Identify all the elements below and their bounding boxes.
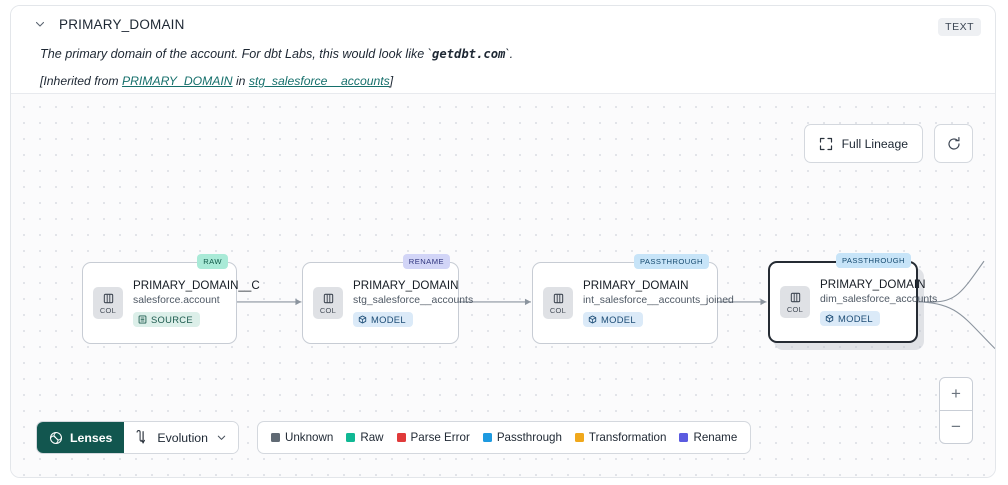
description-prefix: The primary domain of the account. For d… [40, 47, 432, 61]
column-chip-label: COL [99, 305, 117, 315]
column-icon [553, 293, 563, 303]
page-title: PRIMARY_DOMAIN [59, 16, 185, 32]
node-tag: PASSTHROUGH [633, 254, 709, 269]
node-tag: PASSTHROUGH [835, 253, 911, 268]
node-subtitle: int_salesforce__accounts_joined [583, 295, 734, 306]
evolution-label: Evolution [157, 430, 208, 445]
lenses-button[interactable]: Lenses [37, 422, 125, 453]
type-badge: TEXT [938, 18, 981, 36]
zoom-in-button[interactable]: + [951, 384, 961, 403]
node-subtitle: stg_salesforce__accounts [353, 295, 474, 306]
bottom-toolbar: Lenses Evolution [36, 421, 752, 454]
legend-item-raw: Raw [346, 431, 384, 444]
column-chip: COL [93, 287, 123, 319]
evolution-icon [136, 430, 146, 444]
lineage-legend: Unknown Raw Parse Error Passthrough [256, 421, 752, 454]
inherited-mid: in [232, 74, 249, 88]
legend-item-parse-error: Parse Error [396, 431, 470, 444]
inherited-model-link[interactable]: stg_salesforce__accounts [248, 74, 390, 88]
node-kind-label: SOURCE [151, 314, 193, 325]
header-title-row: PRIMARY_DOMAIN [31, 15, 185, 33]
lenses-group: Lenses Evolution [36, 421, 239, 454]
legend-swatch [270, 433, 280, 442]
node-tag: RAW [197, 254, 228, 269]
legend-swatch [396, 433, 406, 442]
full-lineage-label: Full Lineage [841, 136, 908, 151]
column-icon [103, 293, 113, 303]
node-subtitle: salesforce.account [133, 295, 220, 306]
legend-label: Raw [360, 431, 384, 444]
node-title: PRIMARY_DOMAIN__C [133, 279, 260, 292]
lineage-node[interactable]: RAW COL PRIMARY_DOMAIN__C salesforce.acc… [82, 254, 260, 344]
column-chip: COL [313, 287, 343, 319]
evolution-dropdown[interactable]: Evolution [124, 422, 238, 453]
node-kind-chip: SOURCE [133, 312, 200, 327]
column-chip-label: COL [786, 304, 804, 314]
description-code: getdbt.com [432, 47, 506, 61]
description-suffix: `. [505, 47, 514, 61]
lens-icon [49, 431, 63, 444]
node-title: PRIMARY_DOMAIN [353, 279, 459, 292]
lineage-node[interactable]: RENAME COL PRIMARY_DOMAIN stg_salesforce… [302, 254, 473, 344]
node-body: PRIMARY_DOMAIN__C salesforce.account SOU… [133, 279, 260, 327]
full-lineage-button[interactable]: Full Lineage [803, 124, 923, 163]
expand-icon [819, 137, 832, 150]
column-chip: COL [543, 287, 573, 319]
node-kind-chip: MODEL [583, 312, 643, 327]
node-kind-chip: MODEL [820, 311, 880, 326]
lineage-node[interactable]: PASSTHROUGH COL PRIMARY_DOMAIN int_sales… [532, 254, 734, 344]
legend-label: Parse Error [410, 431, 470, 444]
source-icon [138, 315, 147, 324]
column-detail-card: PRIMARY_DOMAIN TEXT The primary domain o… [10, 5, 996, 478]
inherited-column-link[interactable]: PRIMARY_DOMAIN [121, 74, 233, 88]
legend-label: Unknown [284, 431, 334, 444]
canvas-controls: Full Lineage [803, 124, 973, 163]
model-icon [825, 314, 834, 323]
legend-item-unknown: Unknown [270, 431, 334, 444]
chevron-down-icon [217, 435, 226, 440]
column-icon [790, 292, 800, 302]
node-tag: RENAME [402, 254, 450, 269]
lineage-node-selected[interactable]: PASSTHROUGH COL PRIMARY_DOMAIN dim_sales… [768, 253, 937, 343]
node-kind-chip: MODEL [353, 312, 413, 327]
inherited-suffix: ] [389, 74, 394, 88]
node-kind-label: MODEL [838, 313, 873, 324]
legend-label: Passthrough [496, 431, 562, 444]
legend-item-transformation: Transformation [574, 431, 667, 444]
legend-label: Rename [693, 431, 738, 444]
node-kind-label: MODEL [601, 314, 636, 325]
model-icon [358, 315, 367, 324]
zoom-controls: + − [939, 377, 973, 444]
node-subtitle: dim_salesforce_accounts [820, 294, 938, 305]
chevron-down-icon[interactable] [31, 15, 49, 33]
inherited-prefix: [Inherited from [40, 74, 122, 88]
lenses-label: Lenses [70, 430, 113, 445]
node-body: PRIMARY_DOMAIN stg_salesforce__accounts … [353, 279, 473, 327]
legend-swatch [346, 433, 356, 442]
column-description: The primary domain of the account. For d… [40, 47, 513, 61]
lineage-edges [236, 260, 995, 350]
refresh-button[interactable] [934, 124, 973, 163]
node-kind-label: MODEL [371, 314, 406, 325]
refresh-icon [947, 136, 960, 150]
inherited-from-note: [Inherited from PRIMARY_DOMAIN in stg_sa… [40, 74, 393, 88]
column-icon [323, 293, 333, 303]
node-body: PRIMARY_DOMAIN dim_salesforce_accounts M… [820, 278, 937, 326]
model-icon [588, 315, 597, 324]
node-title: PRIMARY_DOMAIN [820, 278, 926, 291]
legend-swatch [679, 433, 689, 442]
card-header: PRIMARY_DOMAIN TEXT The primary domain o… [11, 6, 995, 93]
legend-swatch [574, 433, 584, 442]
node-body: PRIMARY_DOMAIN int_salesforce__accounts_… [583, 279, 734, 327]
node-title: PRIMARY_DOMAIN [583, 279, 689, 292]
legend-swatch [482, 433, 492, 442]
legend-item-passthrough: Passthrough [482, 431, 562, 444]
column-chip: COL [780, 286, 810, 318]
lineage-canvas[interactable]: RAW COL PRIMARY_DOMAIN__C salesforce.acc… [11, 93, 995, 477]
column-chip-label: COL [319, 305, 337, 315]
column-chip-label: COL [549, 305, 567, 315]
legend-item-rename: Rename [679, 431, 737, 444]
legend-label: Transformation [588, 431, 667, 444]
zoom-out-button[interactable]: − [940, 410, 972, 443]
